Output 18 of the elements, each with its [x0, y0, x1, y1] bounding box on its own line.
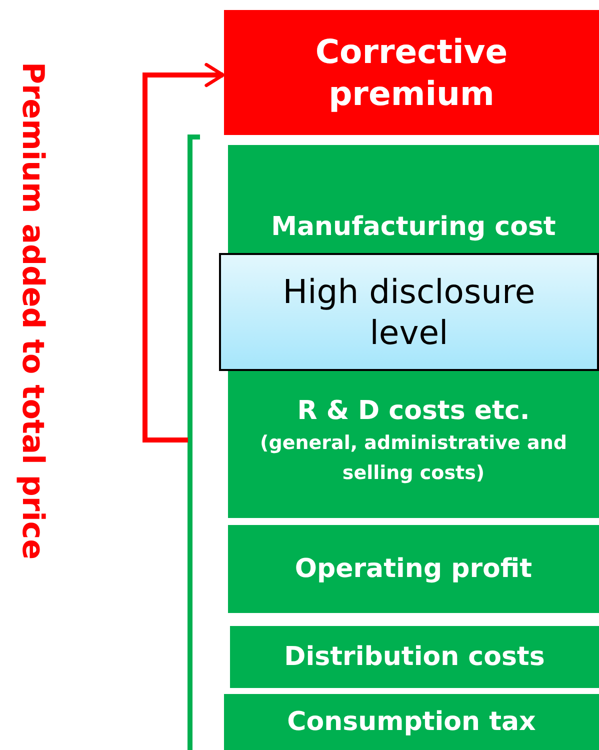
disclosure-box — [219, 253, 599, 371]
box-label: High disclosure level — [282, 270, 536, 354]
box-label: Consumption tax — [287, 706, 536, 738]
arrow — [142, 62, 225, 442]
cost-box — [230, 626, 599, 688]
box-title: Corrective premium — [314, 31, 509, 114]
box-label: Manufacturing cost — [271, 211, 556, 244]
cost-box — [228, 145, 599, 253]
box-sublabel: (general, administrative and selling costs) — [259, 430, 568, 486]
premium-box — [224, 10, 599, 135]
cost-box — [228, 371, 599, 518]
tax-box — [224, 694, 599, 750]
bracket-line — [186, 134, 202, 750]
box-label: Operating profit — [294, 552, 532, 586]
side-label: Premium added to total price — [14, 62, 50, 560]
box-label: Distribution costs — [284, 640, 545, 674]
profit-box — [228, 525, 599, 613]
box-label: R & D costs etc. — [297, 395, 530, 428]
